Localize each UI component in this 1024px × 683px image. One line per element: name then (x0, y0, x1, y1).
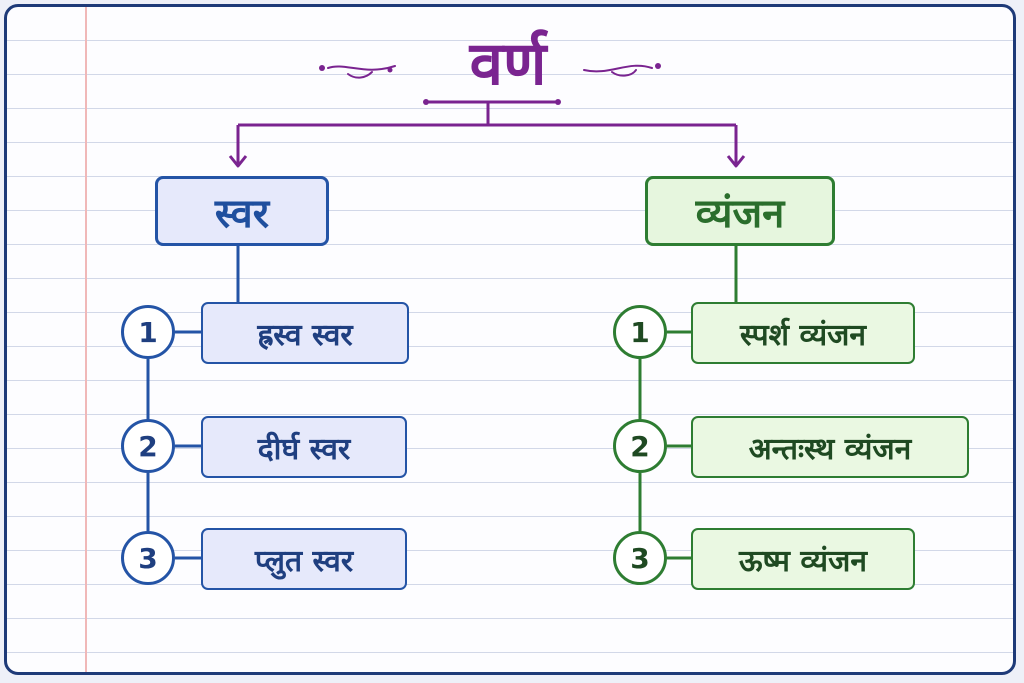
left-tree-lines (146, 246, 240, 560)
swirl-ornament-left (327, 65, 396, 79)
right-number-1: 1 (613, 305, 667, 359)
left-item-2: दीर्घ स्वर (201, 416, 407, 478)
swirl-dot-right (655, 63, 661, 69)
left-number-2: 2 (121, 419, 175, 473)
left-number-3: 3 (121, 531, 175, 585)
underline-dot-right (555, 99, 561, 105)
swirl-dot-left (319, 65, 325, 71)
right-item-3: ऊष्म व्यंजन (691, 528, 915, 590)
arrow-right-icon (726, 155, 746, 168)
diagram-title: वर्ण (469, 29, 547, 99)
swirl-dot-left-inner (387, 67, 393, 73)
right-number-3: 3 (613, 531, 667, 585)
heading-vyanjan: व्यंजन (645, 176, 835, 246)
heading-swar: स्वर (155, 176, 329, 246)
arrow-left-icon (228, 155, 248, 168)
right-number-2: 2 (613, 419, 667, 473)
left-item-3: प्लुत स्वर (201, 528, 407, 590)
right-item-2: अन्तःस्थ व्यंजन (691, 416, 969, 478)
right-tree-lines (638, 246, 738, 560)
underline-dot-left (423, 99, 429, 105)
left-number-1: 1 (121, 305, 175, 359)
right-item-1: स्पर्श व्यंजन (691, 302, 915, 364)
swirl-ornament-right (583, 64, 653, 77)
margin-line (85, 7, 87, 672)
root-branch (228, 102, 746, 168)
left-item-1: ह्रस्व स्वर (201, 302, 409, 364)
